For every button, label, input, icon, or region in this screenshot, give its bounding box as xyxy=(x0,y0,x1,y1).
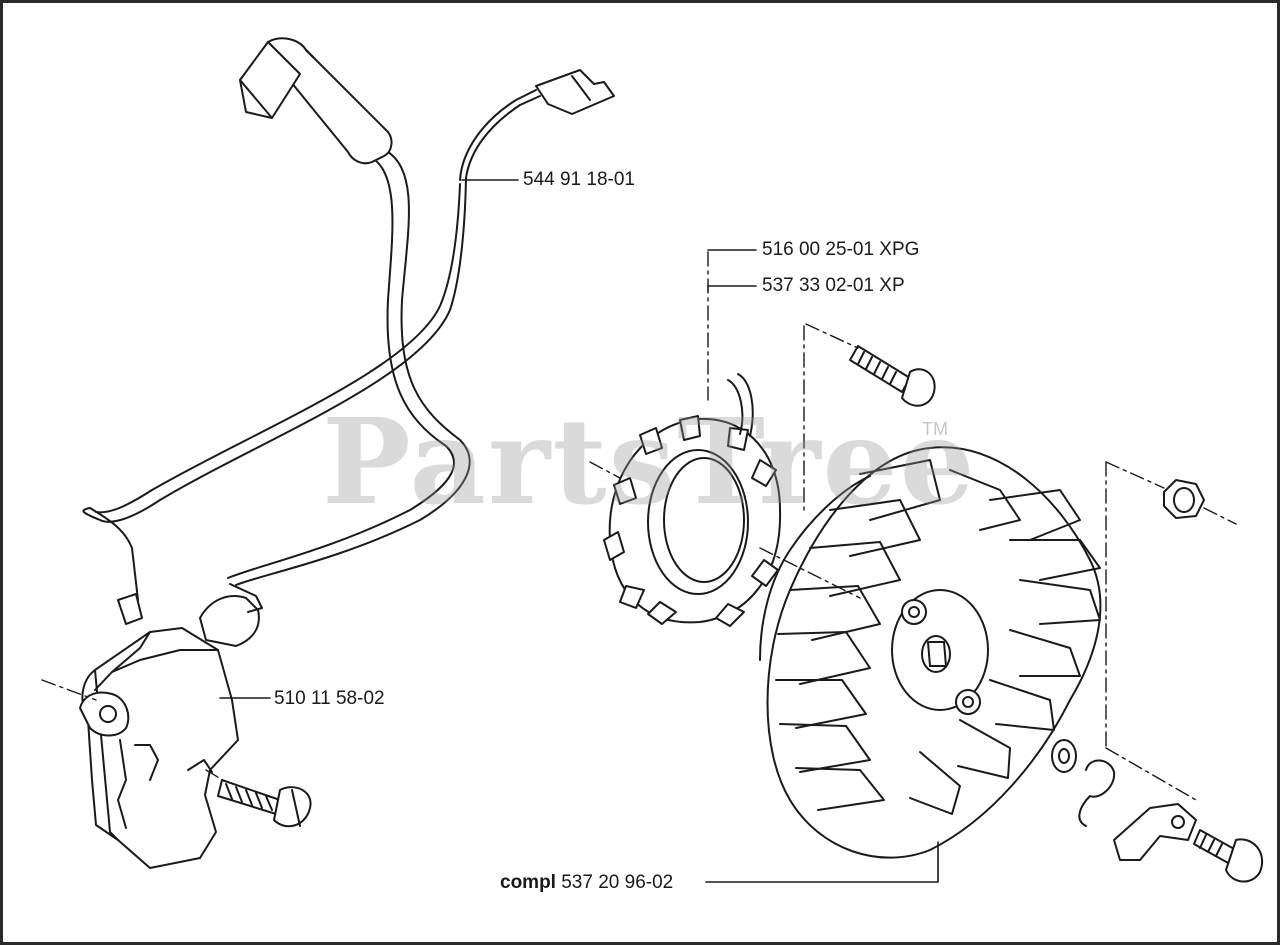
leader-lines xyxy=(219,179,939,883)
part-label-537-20-96-02: compl 537 20 96-02 xyxy=(500,872,673,894)
part-label-544-91-18-01: 544 91 18-01 xyxy=(523,169,635,190)
watermark: PartsTree xyxy=(322,392,977,531)
flywheel-icon xyxy=(759,446,1102,859)
screw-icon xyxy=(1193,829,1263,883)
spring-icon xyxy=(1078,759,1116,827)
spark-plug-boot-icon xyxy=(239,37,393,165)
starter-pawl-icon xyxy=(1113,803,1197,861)
spade-connector-icon xyxy=(535,69,615,115)
ignition-wire-icon xyxy=(227,149,471,586)
screw-icon xyxy=(849,345,936,407)
ignition-coil-icon xyxy=(79,583,263,869)
compl-prefix: compl xyxy=(500,872,556,893)
screw-icon xyxy=(217,779,312,828)
ring-gear-icon xyxy=(603,373,782,627)
part-label-537-33-02-01: 537 33 02-01 XP xyxy=(762,275,905,296)
nut-icon xyxy=(1163,479,1205,519)
assembly-lines xyxy=(41,251,1237,801)
ground-wire-icon xyxy=(82,89,541,601)
part-label-510-11-58-02: 510 11 58-02 xyxy=(274,688,385,709)
part-number: 537 20 96-02 xyxy=(561,872,674,893)
washer-icon xyxy=(1051,739,1077,773)
part-label-516-00-25-01: 516 00 25-01 XPG xyxy=(762,239,920,260)
watermark-trademark: TM xyxy=(922,419,948,439)
